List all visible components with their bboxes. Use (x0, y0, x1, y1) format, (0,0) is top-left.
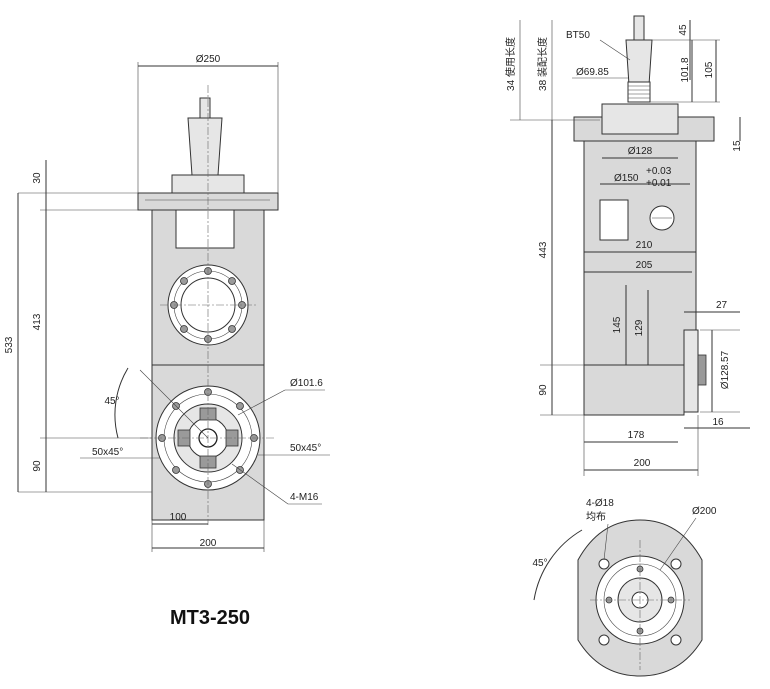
housing-recess (175, 209, 235, 249)
dim-d128-57: Ø128.57 (720, 350, 731, 389)
dim-533: 533 (4, 336, 15, 353)
dim-101-8: 101.8 (680, 57, 691, 82)
dim-45deg-bottom: 45° (532, 558, 547, 569)
bottom-view: 4-Ø18 均布 Ø200 45° (532, 498, 717, 677)
chamfer-right: 50x45° (290, 443, 321, 454)
dim-d101-6: Ø101.6 (290, 378, 323, 389)
dim-129: 129 (634, 319, 645, 336)
dim-27: 27 (716, 300, 728, 311)
dim-d250: Ø250 (196, 54, 221, 65)
dim-443: 443 (538, 241, 549, 258)
front-view: Ø250 533 30 413 90 45° Ø101.6 50x45° 50x… (4, 54, 330, 552)
dim-use-length: 34 使用长度 (504, 37, 517, 91)
dim-413: 413 (32, 313, 43, 330)
side-view: BT50 Ø69.85 34 使用长度 38 装配长度 45 101.8 105… (504, 15, 750, 476)
dim-4-m16: 4-M16 (290, 492, 319, 503)
dim-15: 15 (732, 140, 743, 152)
dim-tol-plus: +0.03 (646, 166, 672, 177)
dim-4-d18: 4-Ø18 (586, 498, 614, 509)
dim-16: 16 (712, 417, 724, 428)
side-pull-stud (633, 15, 645, 41)
dim-fit-length: 38 装配长度 (536, 37, 549, 91)
pull-stud (199, 97, 211, 119)
side-spindle-head (601, 103, 679, 135)
dim-d128: Ø128 (628, 146, 653, 157)
side-housing (583, 140, 697, 372)
dim-200-right: 200 (634, 458, 651, 469)
bottom-mounting-holes (598, 558, 682, 646)
dim-45deg-left: 45° (104, 396, 119, 407)
dim-d200-bottom: Ø200 (692, 506, 717, 517)
model-title: MT3-250 (170, 607, 250, 629)
tool-holder-taper (187, 117, 223, 176)
dim-d150: Ø150 (614, 173, 639, 184)
dim-tol-minus: +0.01 (646, 178, 672, 189)
dim-d69-85: Ø69.85 (576, 67, 609, 78)
side-output-hub (697, 354, 707, 386)
dim-45: 45 (678, 24, 689, 36)
dim-100: 100 (170, 512, 187, 523)
chamfer-left: 50x45° (92, 447, 123, 458)
dim-30: 30 (32, 172, 43, 184)
dim-90-left: 90 (32, 460, 43, 472)
side-spring (627, 81, 651, 103)
dim-200-left: 200 (200, 538, 217, 549)
dim-90-right: 90 (538, 384, 549, 396)
dim-105: 105 (704, 61, 715, 78)
dim-178: 178 (628, 430, 645, 441)
side-lower-body (583, 364, 685, 416)
dim-145: 145 (612, 316, 623, 333)
side-window (599, 199, 629, 241)
side-output-flange (683, 329, 699, 413)
dim-205: 205 (636, 260, 653, 271)
dim-even-spacing: 均布 (586, 511, 606, 523)
dim-bt50: BT50 (566, 30, 590, 41)
dim-210: 210 (636, 240, 653, 251)
